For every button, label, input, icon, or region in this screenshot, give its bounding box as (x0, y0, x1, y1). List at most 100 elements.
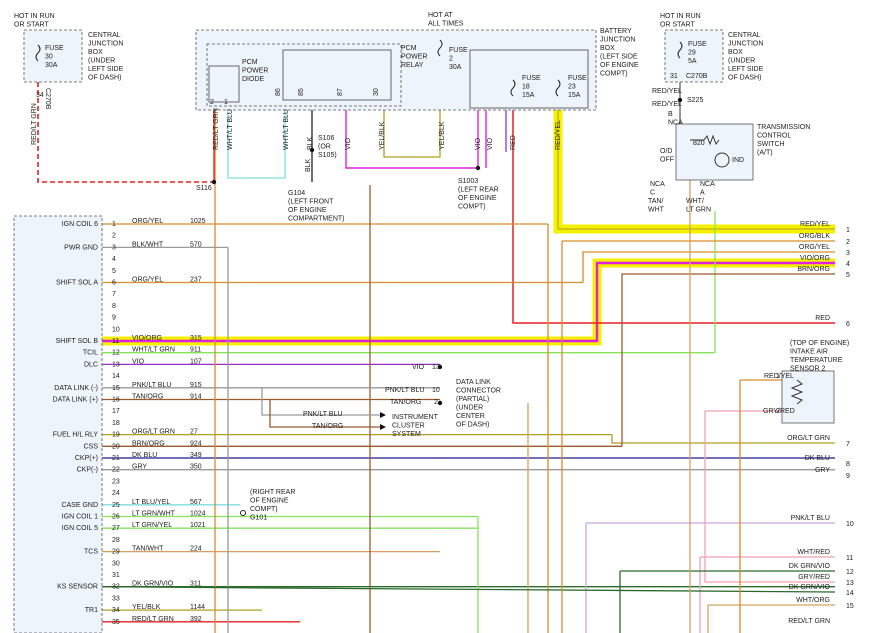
wire-fuel-hl (611, 434, 835, 444)
pcm-circuit-color-11: VIO/ORG (132, 335, 162, 342)
transmission-control-switch (675, 123, 754, 181)
wire-org-yel-shift-a (582, 251, 835, 283)
pcm-function-12: CASE GND (61, 502, 98, 509)
splice-dot-1 (309, 147, 315, 153)
tcs-lamp-icon (714, 152, 730, 168)
wire-pnk-ic (261, 387, 380, 416)
wht-lt-grn-label: LT GRN (686, 207, 711, 214)
cjb-left-label: OF DASH) (88, 75, 121, 82)
pcm-circuit-number-11: 315 (190, 335, 202, 342)
pcm-function-13: IGN COIL 1 (62, 514, 98, 521)
g104-label: OF ENGINE (288, 207, 327, 214)
cjb-left-label: CENTRAL (88, 32, 121, 39)
relay-pin-30: 30 (373, 88, 380, 96)
right-pin-6: 6 (846, 321, 850, 328)
fuse-18-label: 15A (522, 92, 535, 99)
pcm-power-relay-label: PCM (401, 45, 417, 52)
vertical-wire-label-2: WHT/LT BLU (283, 109, 290, 150)
pcm-circuit-color-15: PNK/LT BLU (132, 382, 171, 389)
pcm-circuit-color-34: YEL/BLK (132, 604, 161, 611)
pcm-function-14: IGN COIL 5 (62, 525, 98, 532)
iat-sensor-title: INTAKE AIR (790, 349, 828, 356)
hot-in-run-right: HOT IN RUN (660, 13, 701, 20)
cjb-left-label: JUNCTION (88, 41, 123, 48)
tcs-label: (A/T) (757, 150, 773, 157)
splice-dot-3 (677, 97, 683, 103)
pcm-function-1: PWR GND (64, 244, 98, 251)
right-wire-label-3: VIO/ORG (800, 255, 830, 262)
pcm-power-relay-label: POWER (401, 54, 427, 61)
pcm-function-5: DLC (84, 361, 98, 368)
splice-dot-2 (475, 165, 481, 171)
central-junction-box-left (23, 29, 83, 83)
wire-red-fuse18 (512, 110, 835, 324)
wire-ks-sensor (101, 586, 836, 593)
fuse-symbol-3 (555, 79, 561, 97)
pcm-circuit-color-19: ORG/LT GRN (132, 429, 175, 436)
resistor-820-icon (690, 134, 720, 146)
wire-vio-relay (345, 106, 479, 169)
pcm-pin-24: 24 (112, 490, 120, 497)
diode-pin-1: 1 (224, 99, 228, 106)
hot-at-all-times-label: ALL TIMES (428, 21, 464, 28)
pcm-circuit-number-32: 311 (190, 581, 201, 588)
nca-b-label: B (668, 111, 673, 118)
right-pin-9: 9 (846, 473, 850, 480)
pcm-circuit-number-22: 350 (190, 464, 202, 471)
nca-a-label: A (700, 190, 705, 197)
relay-pin-85: 85 (298, 88, 305, 96)
splice-dot-4 (437, 364, 443, 370)
right-wire-label-10: WHT/RED (797, 549, 830, 556)
fuse-29-label: 5A (688, 58, 697, 65)
right-wire-label-12: GRY/RED (798, 574, 830, 581)
splice-dot-0 (211, 179, 217, 185)
iat-pin-2: 2 (776, 408, 780, 415)
wire-wht-lt-blu (227, 106, 286, 179)
g101-label: COMPT) (250, 506, 278, 513)
arrow-ic-2 (380, 424, 386, 430)
pcm-circuit-number-19: 27 (190, 429, 198, 436)
dlc-tan-label: TAN/ORG (390, 399, 421, 406)
vertical-wire-label-5: YEL/BLK (379, 121, 386, 150)
pcm-circuit-number-27: 1021 (190, 522, 206, 529)
pcm-pin-23: 23 (112, 478, 120, 485)
vertical-wire-label-0: RED/LT GRN (213, 108, 220, 150)
dlc-title: CONNECTOR (456, 388, 501, 395)
fuse-18-label: 18 (522, 84, 530, 91)
pcm-function-10: CKP(+) (75, 455, 98, 462)
iat-red-yel-label: RED/YEL (764, 373, 794, 380)
pcm-pin-25: 25 (112, 502, 120, 509)
right-wire-label-15: RED/LT GRN (788, 618, 830, 625)
pcm-circuit-color-20: BRN/ORG (132, 440, 165, 447)
battery-jb-label: JUNCTION (600, 37, 635, 44)
g101-label: (RIGHT REAR (250, 489, 295, 496)
right-pin-7: 7 (846, 441, 850, 448)
dlc-vio-pin: 13 (432, 364, 440, 371)
fuse-29-label: 29 (688, 50, 696, 57)
right-pin-12: 12 (846, 569, 854, 576)
pcm-pin-19: 19 (112, 432, 120, 439)
pcm-circuit-number-13: 107 (190, 358, 202, 365)
vertical-wire-label-1: WHT/LT BLU (227, 109, 234, 150)
pcm-power-relay-box (282, 49, 392, 101)
pcm-pin-13: 13 (112, 361, 120, 368)
fuse-2-label: FUSE (449, 47, 468, 54)
pcm-function-3: SHIFT SOL B (56, 338, 99, 345)
dlc-vio-label: VIO (412, 364, 425, 371)
vertical-wire-label-6: YEL/BLK (439, 121, 446, 150)
battery-jb-label: OF ENGINE (600, 62, 639, 69)
right-pin-13: 13 (846, 580, 854, 587)
fuse-2-label: 2 (449, 56, 453, 63)
diode-pin-2: 2 (210, 99, 214, 106)
fuse-bay-box (469, 49, 589, 109)
fuse-symbol-0 (35, 44, 41, 62)
pcm-circuit-number-16: 914 (190, 394, 202, 401)
g101-ground-symbol (240, 510, 246, 516)
nca-b-label: NCA (668, 120, 683, 127)
pcm-circuit-color-26: LT GRN/WHT (132, 511, 176, 518)
right-wire-label-14: WHT/ORG (796, 597, 830, 604)
right-wire-label-9: PNK/LT BLU (791, 515, 830, 522)
dlc-title: CENTER (456, 413, 485, 420)
pcm-circuit-color-1: ORG/YEL (132, 218, 163, 225)
